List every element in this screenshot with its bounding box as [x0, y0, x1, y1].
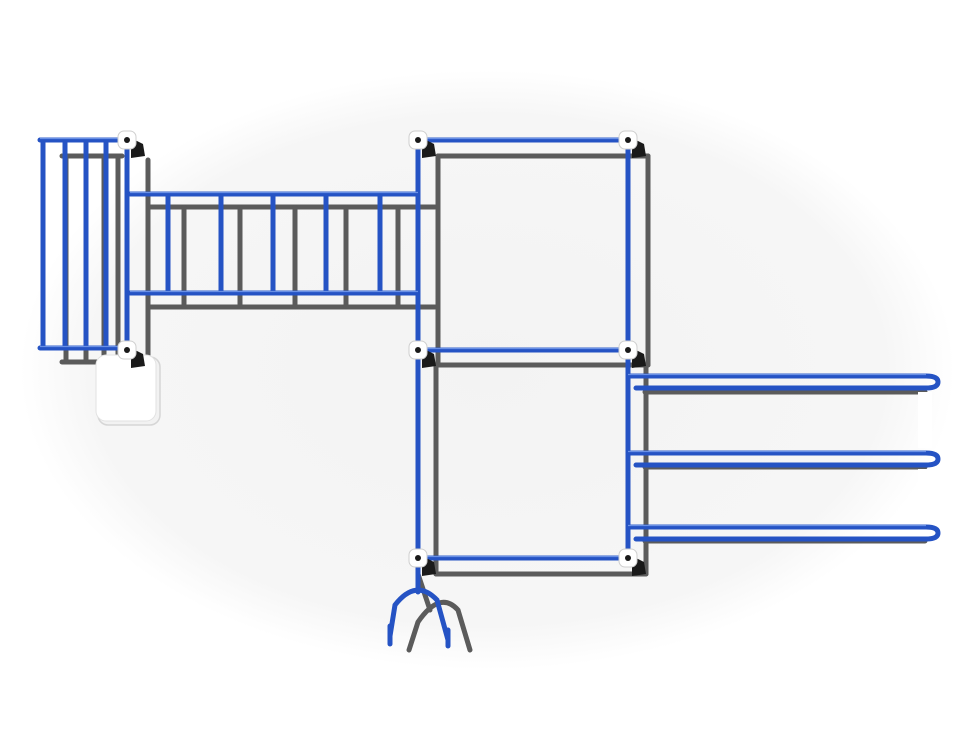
slide-rail	[625, 450, 941, 468]
slide-end-panel	[918, 469, 932, 521]
corner-post	[117, 340, 145, 368]
post-bolt	[124, 137, 130, 143]
upper-platform-frame	[415, 137, 631, 353]
corner-post	[618, 340, 646, 368]
horizontal-ladder-bridge	[127, 191, 421, 296]
triple-rail-slide	[625, 373, 941, 542]
floor-panel	[95, 354, 161, 426]
upper-frame-shadow	[435, 153, 651, 368]
slide-rail	[625, 524, 941, 542]
corner-posts	[117, 130, 646, 576]
ground-halo	[20, 70, 955, 670]
ladder	[37, 137, 125, 351]
corner-post	[618, 548, 646, 576]
corner-post	[618, 130, 646, 158]
slide-rail	[625, 373, 941, 391]
post-bolt	[415, 347, 421, 353]
pipe-highlights	[40, 137, 926, 558]
handle-arch	[387, 587, 451, 643]
post-bolt	[625, 137, 631, 143]
post-bolt	[625, 555, 631, 561]
post-bolt	[415, 137, 421, 143]
corner-post	[408, 340, 436, 368]
corner-post	[117, 130, 145, 158]
post-bolt	[415, 555, 421, 561]
post-bolt	[124, 347, 130, 353]
corner-post	[408, 130, 436, 158]
slide-end-panel	[918, 392, 932, 448]
slide-end-panels	[918, 392, 932, 521]
pipe-layer	[37, 137, 941, 649]
post-bolt	[625, 347, 631, 353]
corner-post	[408, 548, 436, 576]
